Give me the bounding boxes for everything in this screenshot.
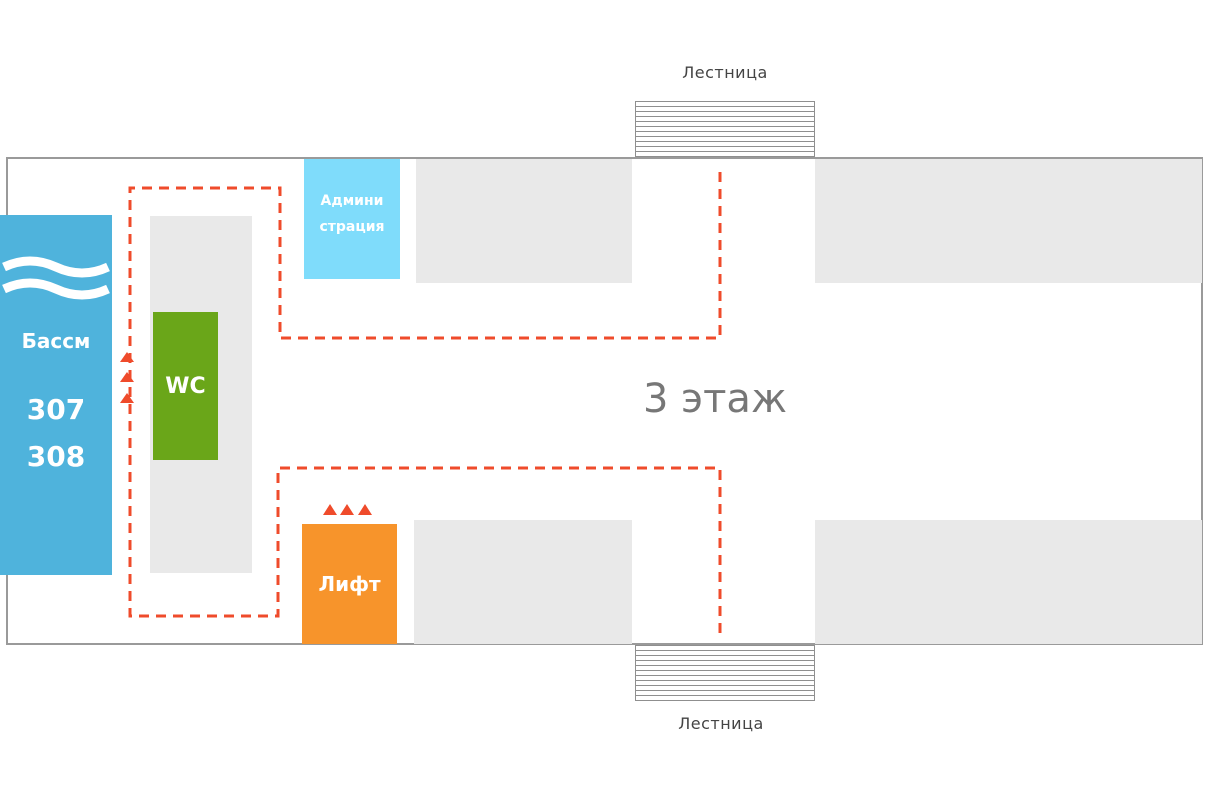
arrow-up-icon bbox=[120, 352, 134, 362]
wc-label: WC bbox=[165, 374, 206, 399]
route-path bbox=[128, 172, 722, 640]
room-308: 308 bbox=[26, 440, 86, 473]
elevator-label: Лифт bbox=[318, 572, 381, 596]
elevator-room[interactable]: Лифт bbox=[302, 524, 397, 644]
direction-arrows bbox=[120, 352, 372, 515]
stairs-bottom[interactable] bbox=[635, 645, 815, 701]
waves-icon bbox=[2, 256, 110, 300]
stairs-bottom-label: Лестница bbox=[678, 714, 764, 733]
floor-title: 3 этаж bbox=[643, 376, 787, 422]
room-block-bottom-middle bbox=[414, 520, 632, 644]
administration-label-line1: Админи bbox=[320, 193, 384, 209]
evacuation-route bbox=[128, 172, 722, 640]
arrow-up-icon bbox=[120, 372, 134, 382]
room-block-top-middle bbox=[416, 159, 632, 283]
pool-label: Бассм bbox=[21, 329, 91, 353]
arrow-up-icon bbox=[358, 504, 372, 515]
arrow-up-icon bbox=[323, 504, 337, 515]
stairs-top-label: Лестница bbox=[682, 63, 768, 82]
wc-room[interactable]: WC bbox=[153, 312, 218, 460]
room-block-bottom-right bbox=[815, 520, 1202, 644]
pool-room[interactable]: Бассм 307 308 bbox=[0, 215, 112, 575]
room-block-top-right bbox=[815, 159, 1202, 283]
arrow-up-icon bbox=[120, 393, 134, 403]
stairs-top[interactable] bbox=[635, 101, 815, 157]
room-307: 307 bbox=[26, 393, 86, 426]
administration-label-line2: страция bbox=[319, 219, 385, 235]
administration-room[interactable]: Админи страция bbox=[304, 159, 400, 279]
arrow-up-icon bbox=[340, 504, 354, 515]
